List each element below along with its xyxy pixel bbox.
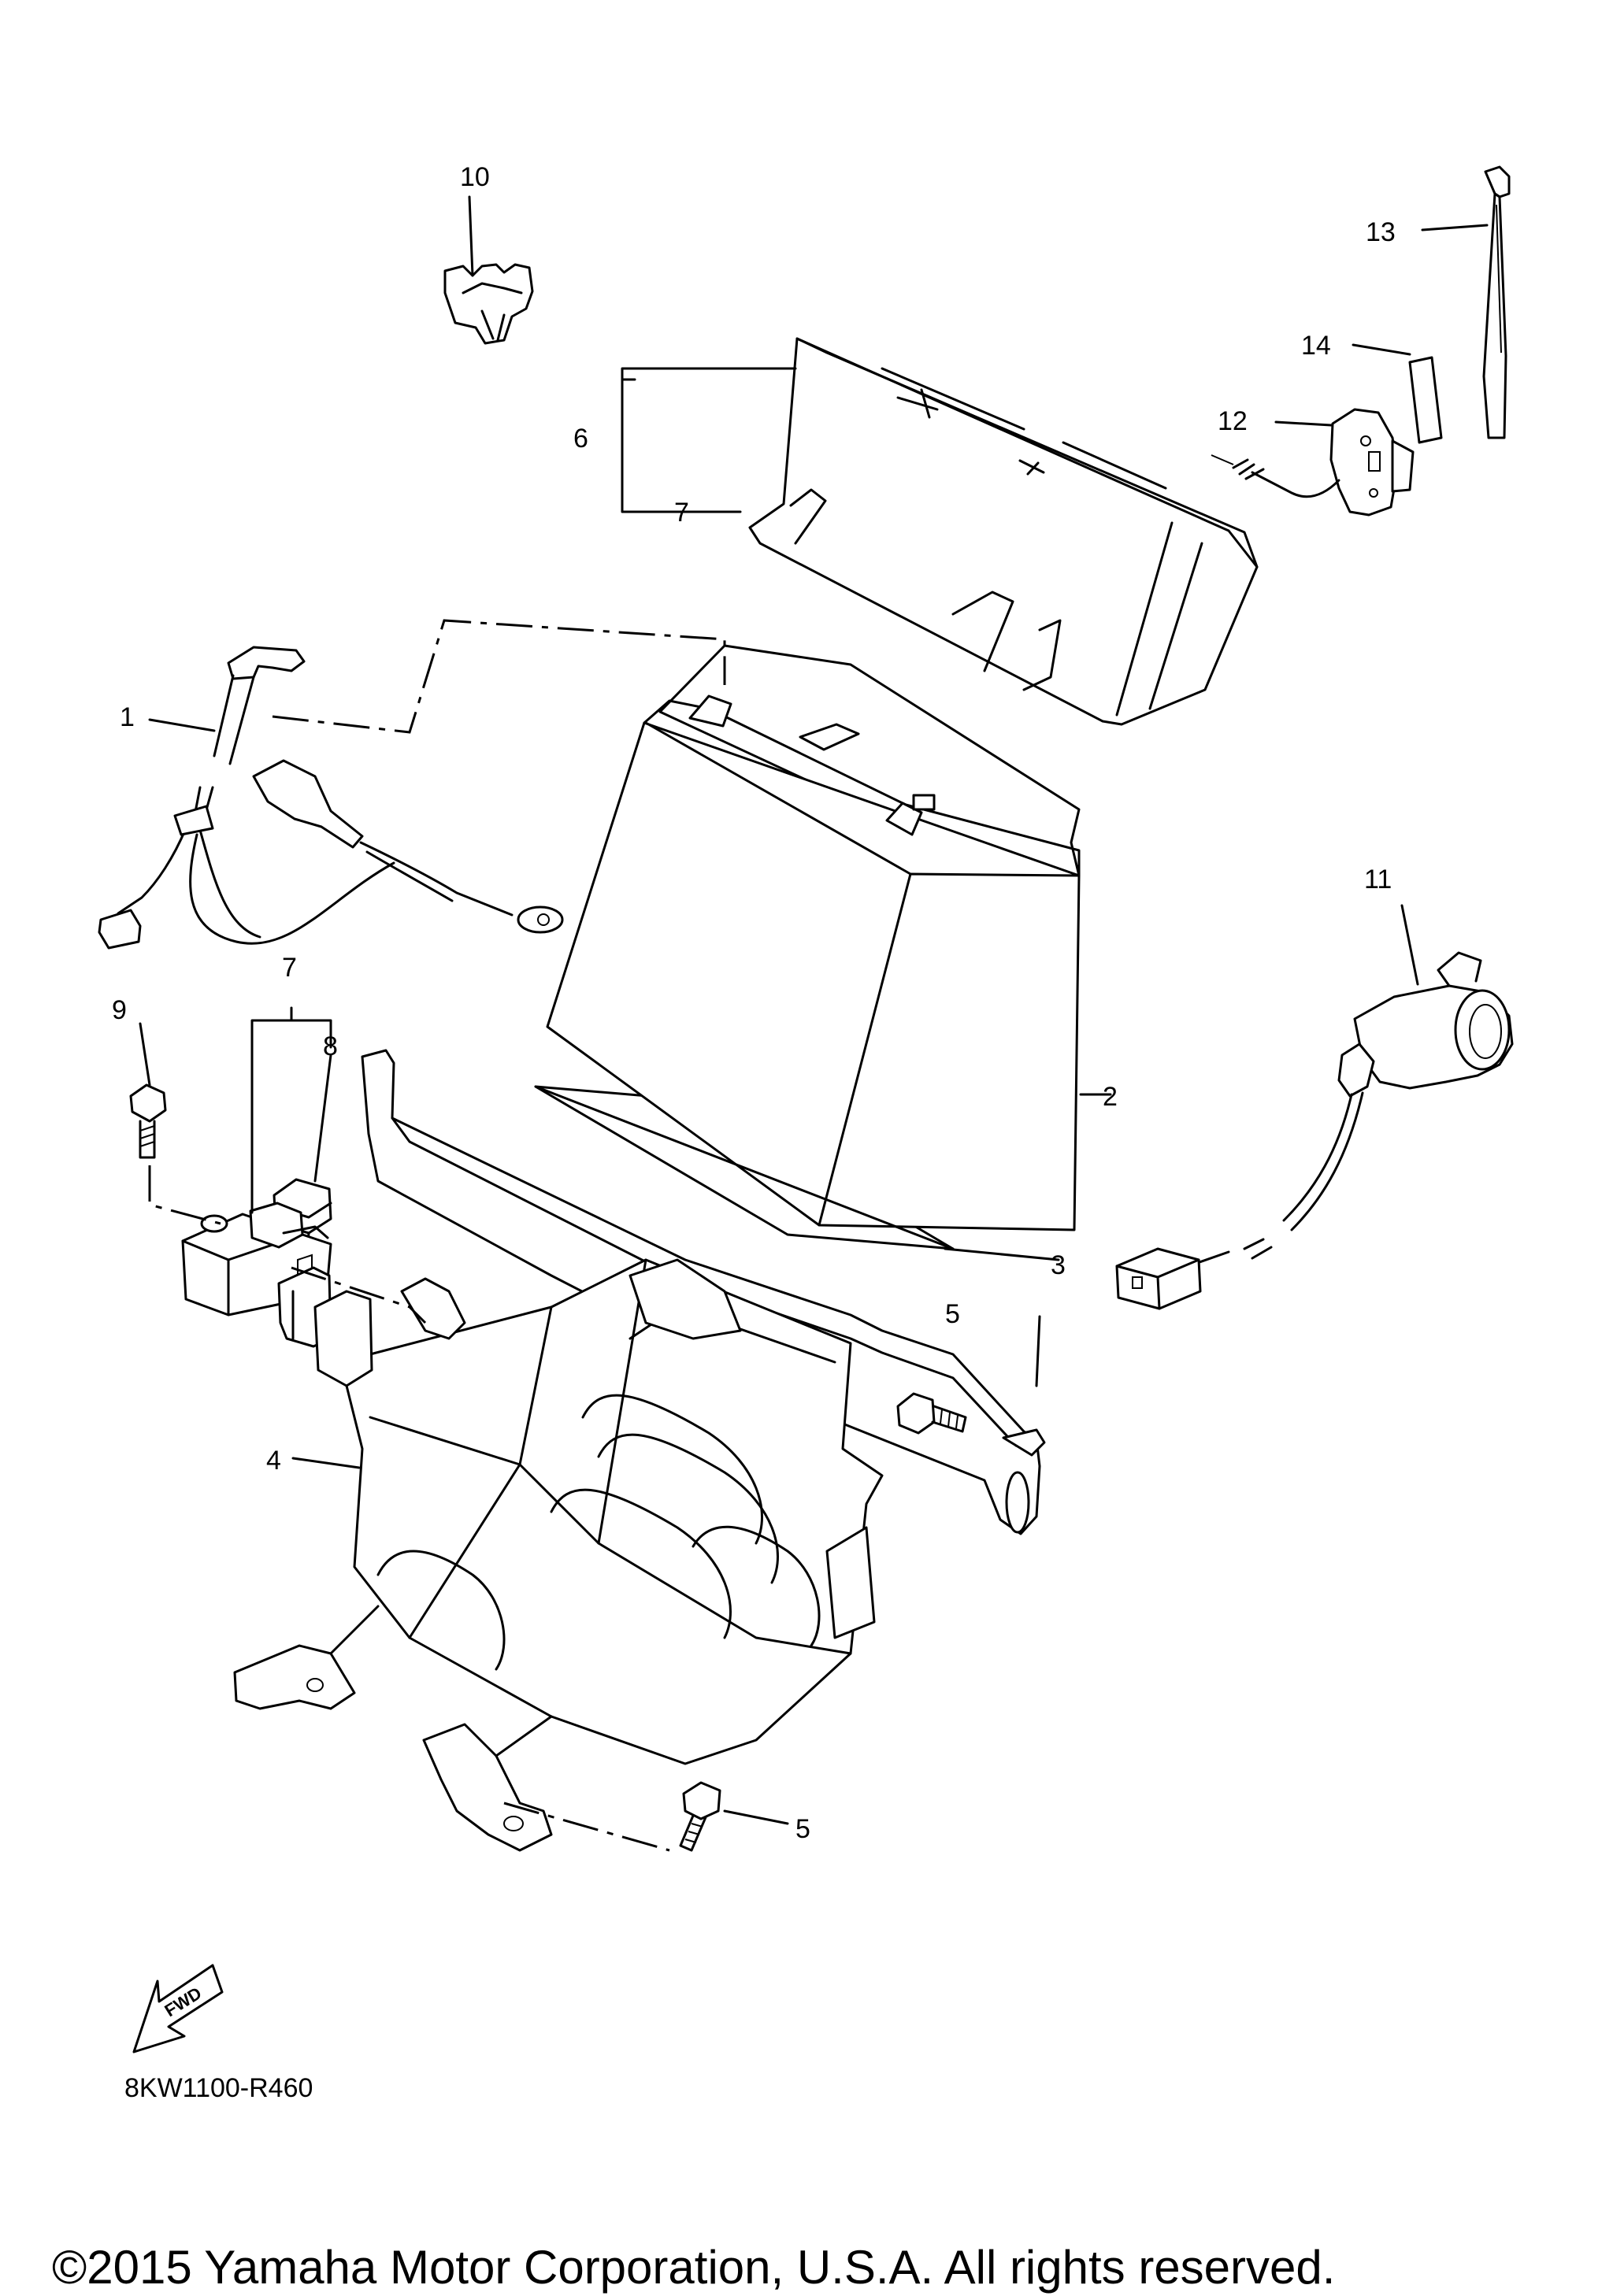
callout-14: 13 — [1366, 217, 1396, 247]
part-battery — [534, 644, 1081, 1250]
callout-4: 4 — [266, 1446, 281, 1476]
callout-labels: 10 13 14 12 6 7 1 11 7 9 8 2 3 5 4 5 — [112, 162, 1396, 1844]
assembly-lines — [148, 619, 726, 1852]
leader-lines — [139, 195, 1489, 1825]
part-pad — [1408, 356, 1443, 444]
callout-15: 14 — [1301, 331, 1331, 361]
callout-10: 9 — [112, 995, 127, 1025]
part-socket — [1115, 951, 1514, 1310]
callout-6: 6 — [573, 424, 588, 454]
copyright-notice: ©2015 Yamaha Motor Corporation, U.S.A. A… — [52, 2241, 1335, 2294]
part-clamp — [443, 263, 534, 345]
part-sensor — [1211, 408, 1415, 517]
callout-11: 10 — [460, 162, 490, 192]
callout-9: 8 — [323, 1031, 338, 1061]
diagram-code: 8KW1100-R460 — [124, 2073, 313, 2103]
callout-5-lower: 5 — [795, 1814, 810, 1844]
part-cable-tie — [1482, 165, 1511, 439]
callout-7: 7 — [674, 498, 689, 528]
part-battery-box — [233, 1049, 1046, 1852]
callout-8: 7 — [282, 953, 297, 983]
callout-2: 2 — [1103, 1082, 1118, 1112]
callout-12: 11 — [1364, 865, 1392, 894]
callout-5-upper: 5 — [945, 1299, 960, 1329]
part-bolt-5-lower — [679, 1781, 721, 1852]
fwd-arrow-icon: FWD — [132, 1964, 224, 2053]
part-battery-leads — [98, 646, 564, 950]
callout-3: 3 — [1051, 1250, 1066, 1280]
callout-1: 1 — [120, 702, 135, 732]
part-battery-cover — [748, 337, 1259, 726]
callout-13: 12 — [1218, 406, 1248, 436]
part-bolt-10 — [129, 1083, 167, 1159]
part-bolt-5-upper — [896, 1392, 967, 1435]
part-battery-pad — [534, 1085, 955, 1250]
